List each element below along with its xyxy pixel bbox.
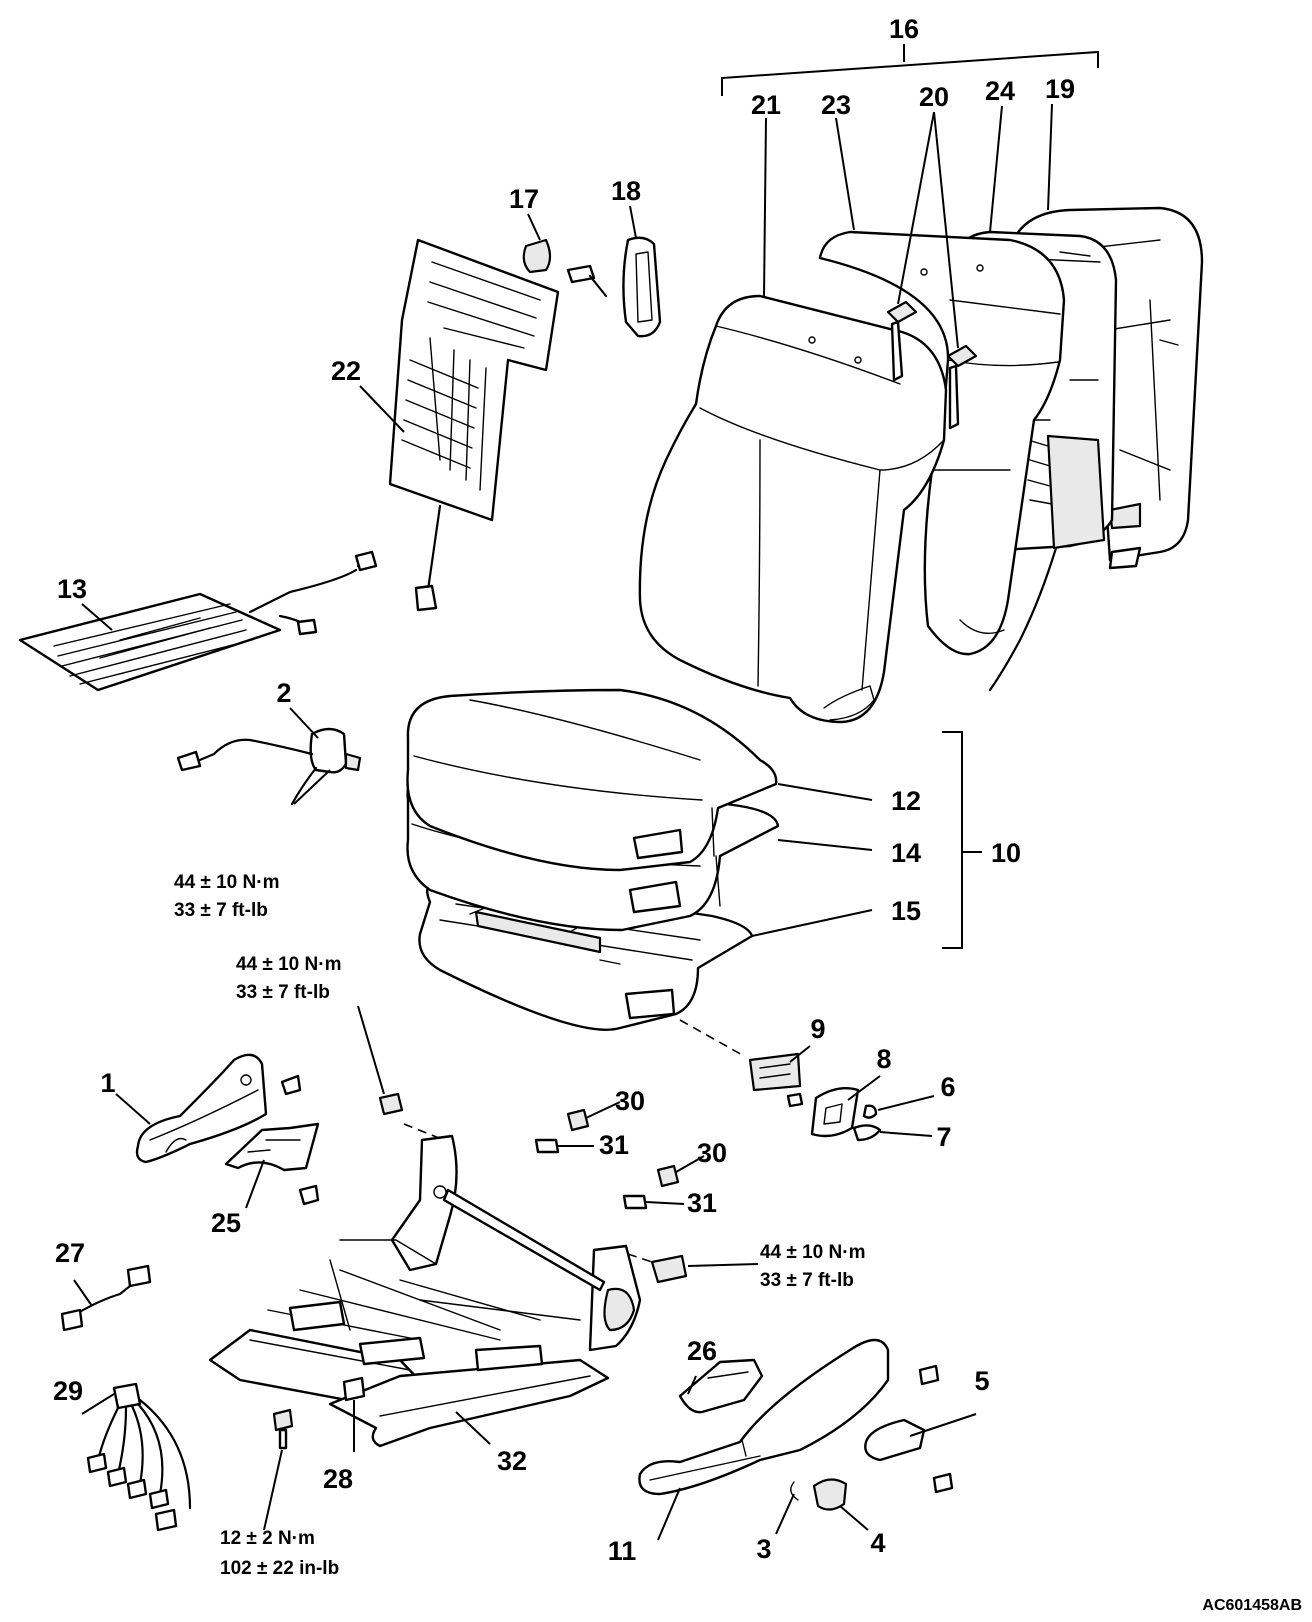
side-shield xyxy=(638,1338,940,1496)
headrest-guides xyxy=(886,300,978,430)
callout-numbers: 16 21 23 20 24 19 17 18 22 13 2 12 14 15… xyxy=(53,14,1075,1566)
seatback-group xyxy=(638,44,1204,724)
callout-1: 1 xyxy=(100,1068,115,1098)
callout-2: 2 xyxy=(276,678,291,708)
torque-spec-buckle-metric: 44 ± 10 N·m xyxy=(174,872,279,893)
cushion-heater xyxy=(18,550,378,692)
callout-11: 11 xyxy=(608,1536,637,1566)
callout-31-upper: 31 xyxy=(599,1130,629,1160)
torque-specs: 44 ± 10 N·m 33 ± 7 ft-lb 44 ± 10 N·m 33 … xyxy=(174,872,865,1579)
callout-16: 16 xyxy=(889,14,919,44)
callout-29: 29 xyxy=(53,1376,83,1406)
callout-21: 21 xyxy=(751,90,781,120)
callout-23: 23 xyxy=(821,90,851,120)
torque-spec-frame-front-metric: 44 ± 10 N·m xyxy=(236,954,341,975)
callout-12: 12 xyxy=(891,786,921,816)
diagram-code: AC601458AB xyxy=(1202,1597,1302,1614)
torque-spec-frame-bottom-imperial: 102 ± 22 in-lb xyxy=(220,1558,339,1579)
seat-cushion-group xyxy=(406,688,982,1031)
callout-30-lower: 30 xyxy=(697,1138,727,1168)
callout-5: 5 xyxy=(974,1366,989,1396)
callout-17: 17 xyxy=(509,184,539,214)
callout-18: 18 xyxy=(611,176,641,206)
callout-27: 27 xyxy=(55,1238,85,1268)
seat-inner-cover xyxy=(224,1122,320,1206)
callout-13: 13 xyxy=(57,574,87,604)
seatback-cover xyxy=(638,294,948,724)
torque-spec-buckle-imperial: 33 ± 7 ft-lb xyxy=(174,900,268,921)
callout-3: 3 xyxy=(756,1534,771,1564)
callout-6: 6 xyxy=(940,1072,955,1102)
callout-24: 24 xyxy=(985,76,1015,106)
seatback-heater xyxy=(388,238,560,612)
callout-22: 22 xyxy=(331,356,361,386)
callout-28: 28 xyxy=(323,1464,353,1494)
torque-spec-frame-side-imperial: 33 ± 7 ft-lb xyxy=(760,1270,854,1291)
callout-32: 32 xyxy=(497,1446,527,1476)
callout-leaders xyxy=(73,103,1053,1541)
callout-31-lower: 31 xyxy=(687,1188,717,1218)
lever-and-knob xyxy=(790,1418,954,1511)
harness-29 xyxy=(86,1382,192,1532)
callout-14: 14 xyxy=(891,838,921,868)
seat-track-frame xyxy=(208,1092,642,1448)
cushion-cover xyxy=(406,688,778,872)
callout-4: 4 xyxy=(870,1528,885,1558)
callout-10: 10 xyxy=(991,838,1021,868)
recliner-knob-and-lever xyxy=(522,236,662,338)
callout-7: 7 xyxy=(936,1122,951,1152)
callout-30-upper: 30 xyxy=(615,1086,645,1116)
callout-8: 8 xyxy=(876,1044,891,1074)
callout-19: 19 xyxy=(1045,74,1075,104)
callout-25: 25 xyxy=(211,1208,241,1238)
seat-front-cover xyxy=(135,1053,302,1164)
torque-spec-frame-side-metric: 44 ± 10 N·m xyxy=(760,1242,865,1263)
seat-switch-assembly xyxy=(679,1019,882,1142)
small-fasteners xyxy=(534,1108,680,1210)
bracket-26 xyxy=(678,1358,764,1414)
harness-27 xyxy=(60,1264,152,1332)
callout-26: 26 xyxy=(687,1336,717,1366)
seatbelt-buckle xyxy=(176,727,362,806)
torque-spec-frame-bottom-metric: 12 ± 2 N·m xyxy=(220,1528,315,1549)
callout-15: 15 xyxy=(891,896,921,926)
callout-20: 20 xyxy=(919,82,949,112)
torque-spec-frame-front-imperial: 33 ± 7 ft-lb xyxy=(236,982,330,1003)
callout-9: 9 xyxy=(810,1014,825,1044)
